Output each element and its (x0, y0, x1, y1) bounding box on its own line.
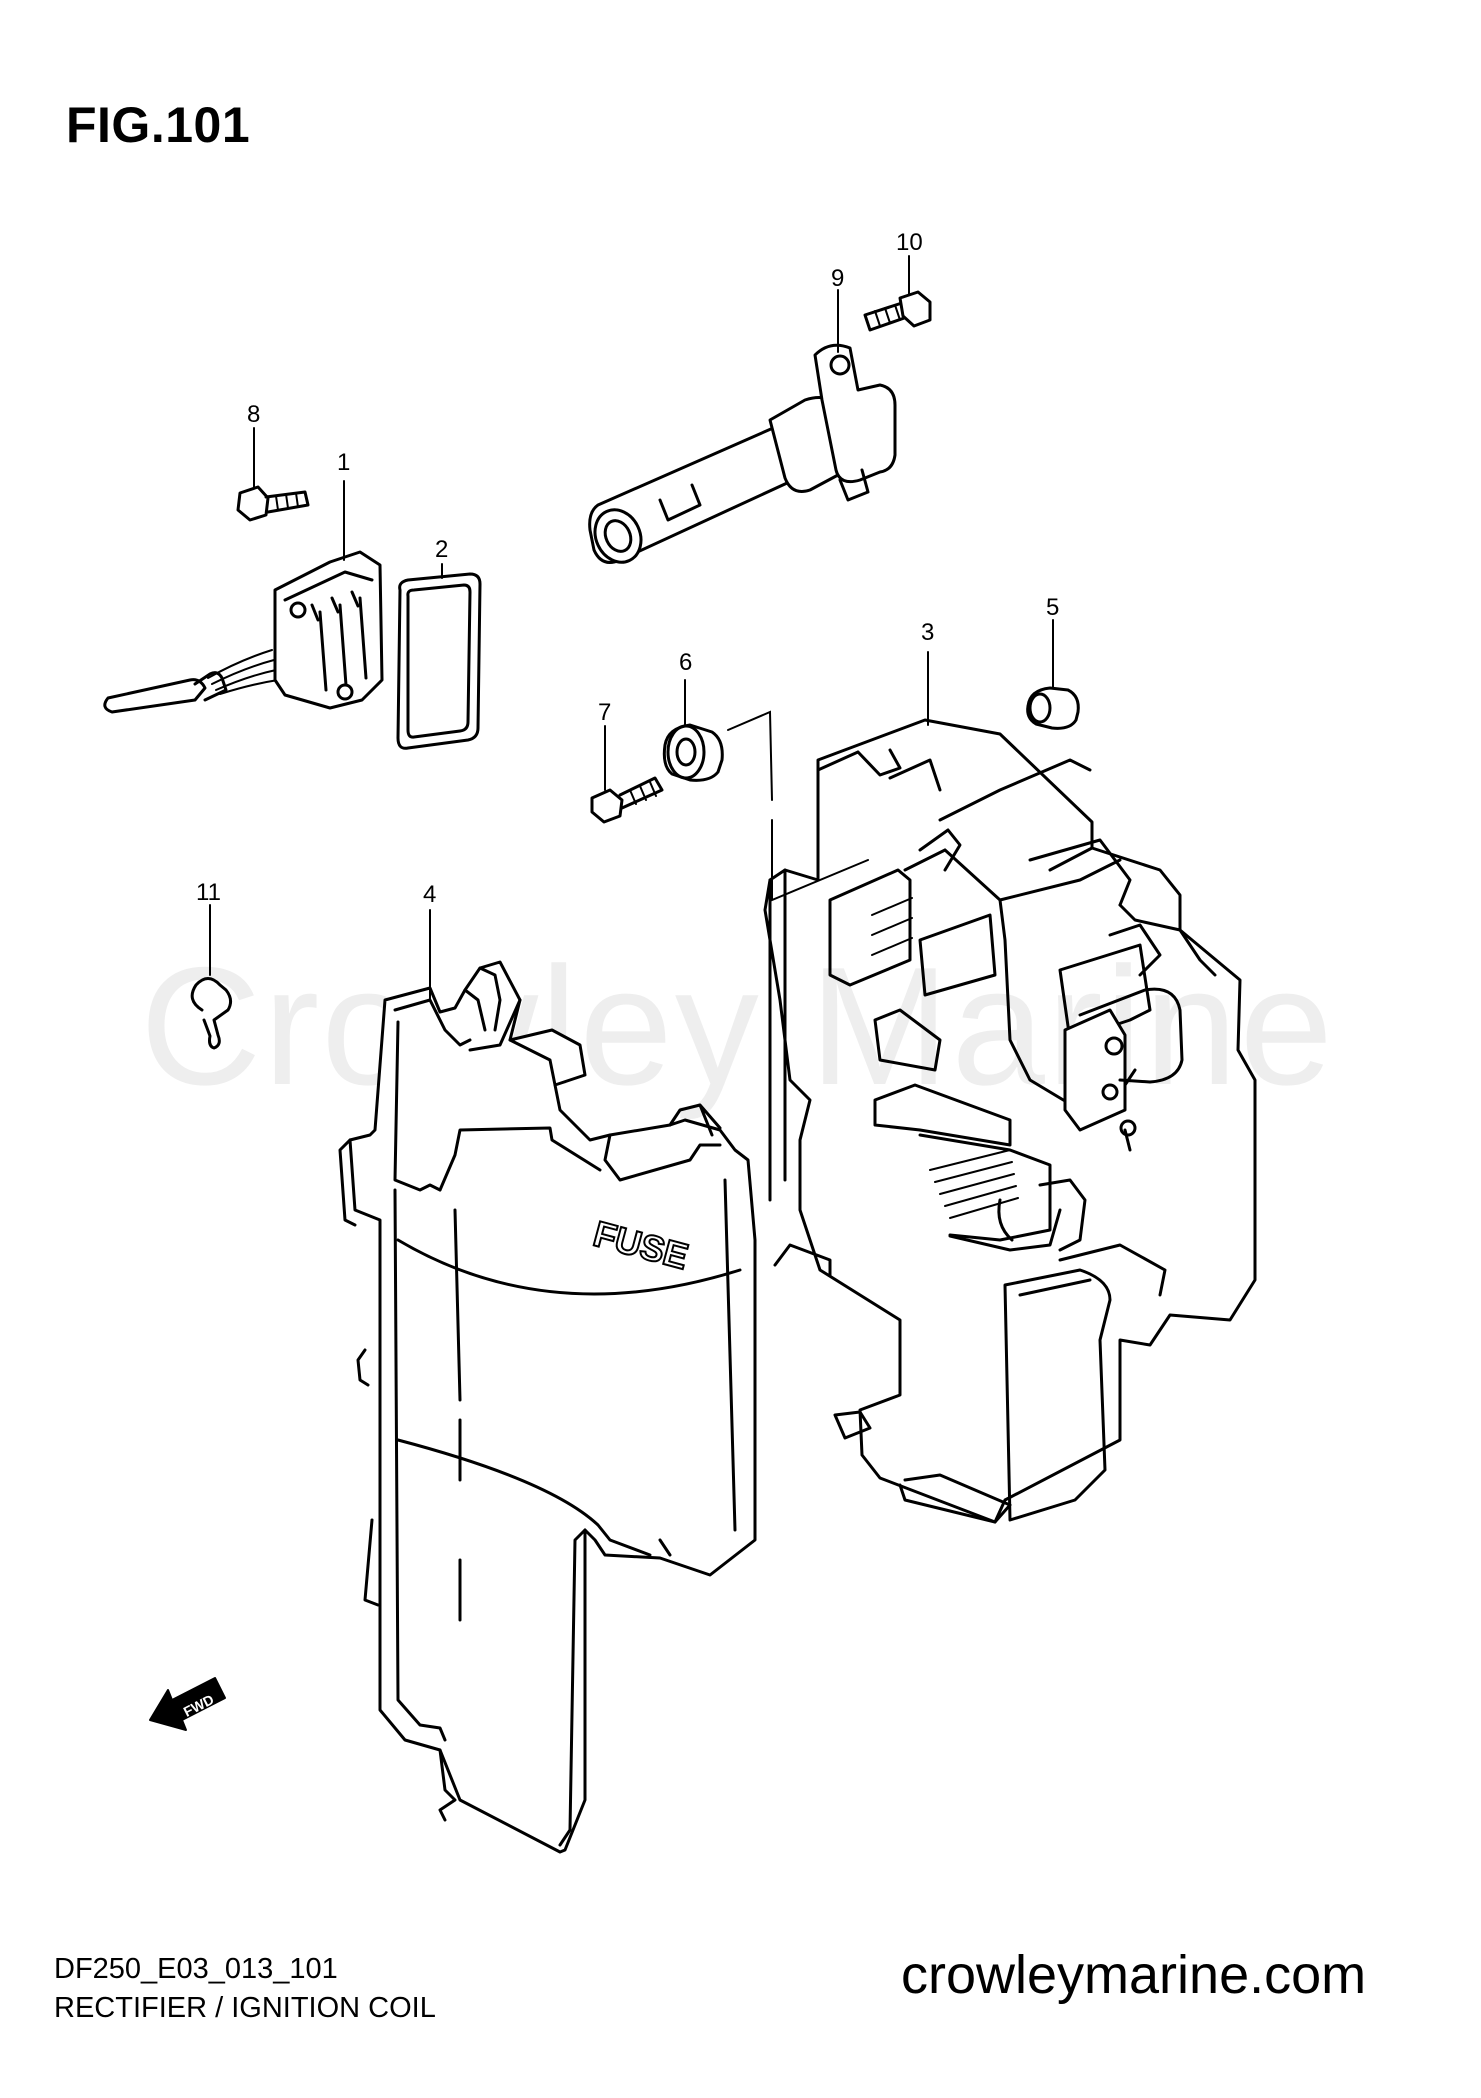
site-link[interactable]: crowleymarine.com (901, 1945, 1367, 2005)
callout-8: 8 (247, 401, 260, 428)
part-5-grommet (1026, 686, 1080, 730)
callout-6: 6 (679, 649, 692, 676)
footer-code: DF250_E03_013_101 (54, 1953, 338, 1985)
fwd-arrow: FWD (149, 1677, 226, 1731)
callout-2: 2 (435, 536, 448, 563)
callout-10: 10 (896, 229, 923, 256)
callout-leaders (209, 255, 1054, 1001)
part-10-bolt (863, 290, 932, 332)
part-7-bolt (590, 776, 664, 824)
part-3-bracket (763, 718, 1257, 1524)
part-11-clip (190, 977, 233, 1050)
watermark: Crowley Marine (140, 932, 1335, 1120)
leader-6 (727, 710, 869, 902)
callout-4: 4 (423, 881, 436, 908)
callout-numbers: 1 2 3 4 5 6 7 8 9 10 11 (196, 229, 1059, 908)
callout-3: 3 (921, 619, 934, 646)
part-6-grommet (662, 723, 724, 782)
part-9-ignition-coil (588, 343, 897, 564)
part-4-fuse-cover: FUSE (338, 960, 757, 1854)
callout-11: 11 (196, 879, 221, 906)
figure-title: FIG.101 (66, 97, 251, 153)
part-8-bolt (236, 485, 310, 522)
callout-5: 5 (1046, 594, 1059, 621)
callout-1: 1 (337, 449, 350, 476)
callout-7: 7 (598, 699, 611, 726)
part-2-gasket (396, 572, 482, 750)
callout-9: 9 (831, 265, 844, 292)
footer-name: RECTIFIER / IGNITION COIL (54, 1992, 436, 2024)
part-1-rectifier (103, 550, 384, 714)
